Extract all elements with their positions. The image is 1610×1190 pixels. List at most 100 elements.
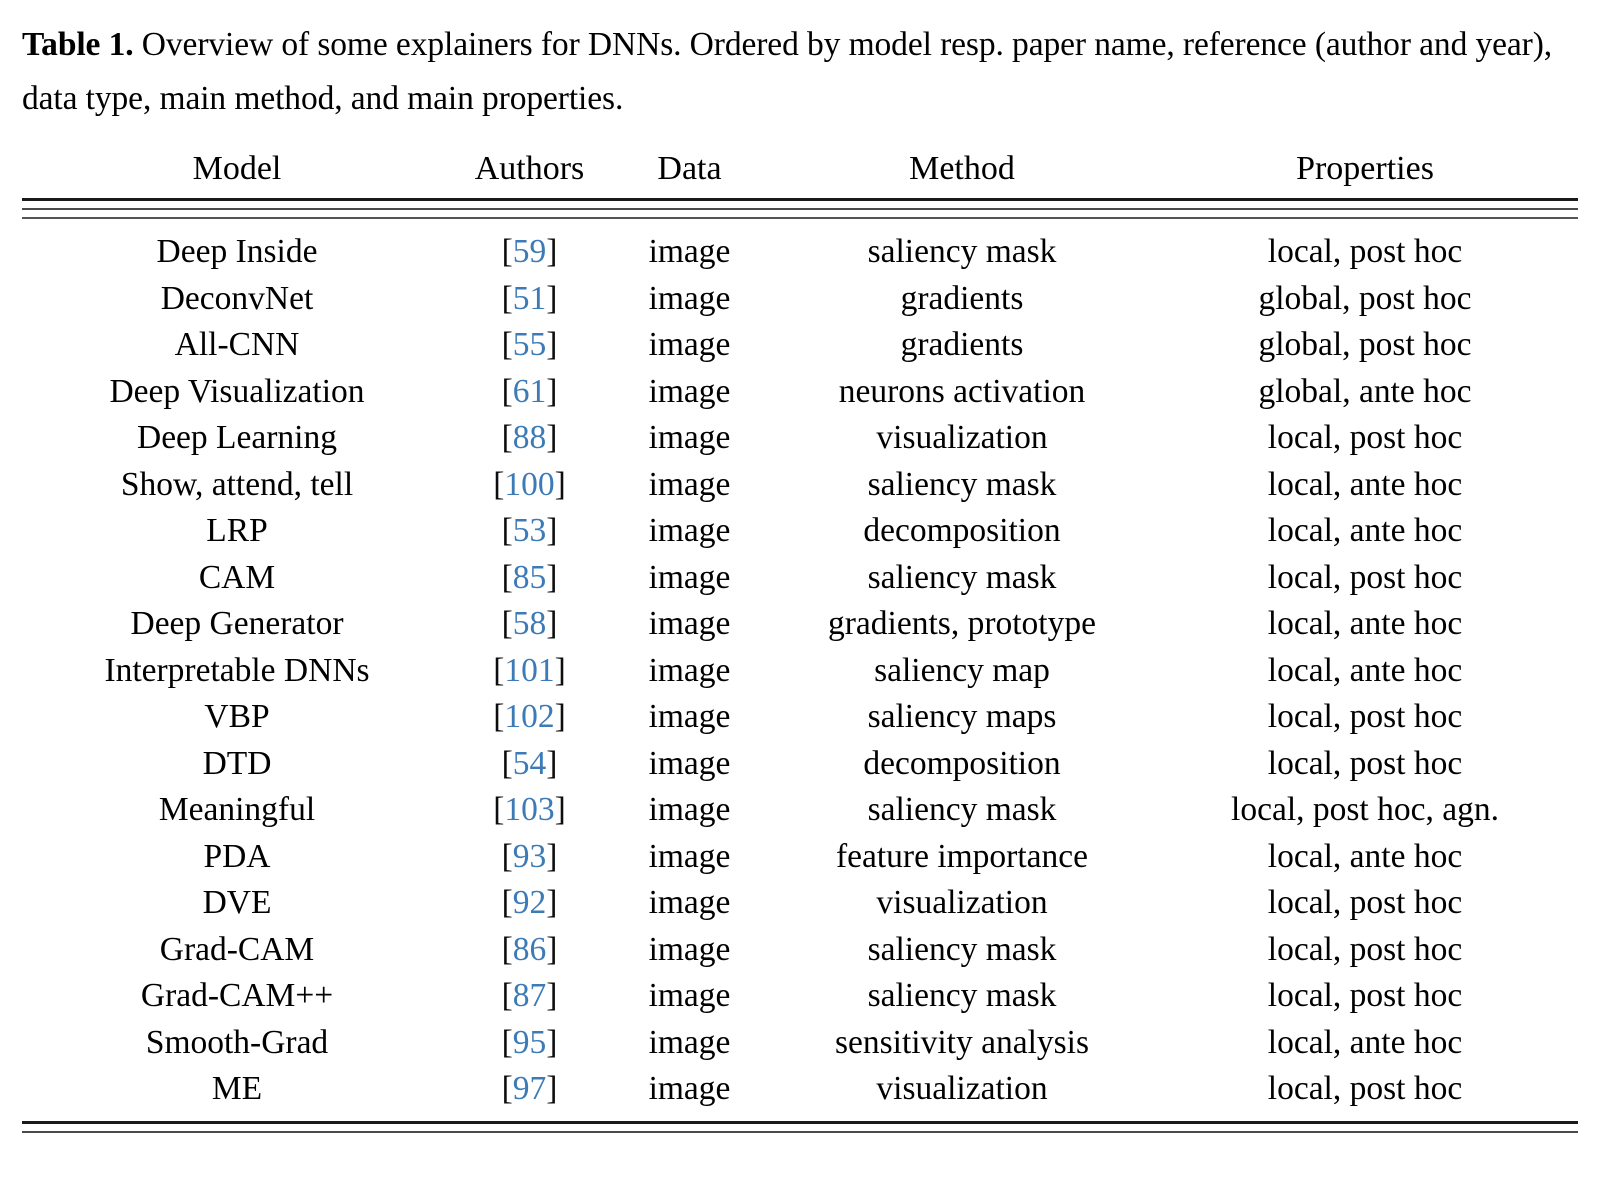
- citation-number[interactable]: 55: [512, 326, 547, 363]
- cell-authors-citation[interactable]: [59]: [452, 229, 607, 276]
- cell-method: gradients: [900, 326, 1024, 363]
- cell-properties: local, post hoc: [1267, 1070, 1463, 1107]
- cell-authors-citation[interactable]: [101]: [452, 648, 607, 695]
- citation-number[interactable]: 53: [512, 512, 547, 549]
- citation-bracket-right: ]: [546, 558, 558, 596]
- cell-authors-citation[interactable]: [55]: [452, 322, 607, 369]
- cell-model: DeconvNet: [160, 279, 314, 317]
- cell-authors-citation[interactable]: [102]: [452, 694, 607, 741]
- table-bottom-rule: [22, 1120, 1578, 1133]
- cell-method: saliency maps: [867, 698, 1057, 735]
- cell-authors-citation[interactable]: [51]: [452, 276, 607, 323]
- table-row: DeconvNet [51] image gradients global, post …: [22, 276, 1578, 323]
- citation-number[interactable]: 87: [512, 977, 547, 1014]
- citation-number[interactable]: 51: [512, 279, 547, 317]
- cell-data: image: [648, 279, 731, 317]
- citation-number[interactable]: 100: [504, 465, 555, 503]
- cell-properties: local, post hoc: [1267, 558, 1463, 596]
- cell-data: image: [648, 558, 731, 596]
- citation-bracket-left: [: [493, 791, 505, 828]
- citation-bracket-right: ]: [546, 1070, 558, 1107]
- cell-authors-citation[interactable]: [88]: [452, 415, 607, 462]
- cell-authors-citation[interactable]: [85]: [452, 555, 607, 602]
- citation-number[interactable]: 93: [512, 837, 547, 875]
- citation-number[interactable]: 88: [512, 419, 547, 456]
- table-mid-rule: [22, 208, 1578, 219]
- table-caption: Table 1. Overview of some explainers for…: [22, 18, 1578, 127]
- column-header-model: Model: [192, 150, 282, 187]
- citation-number[interactable]: 61: [512, 372, 547, 410]
- citation-bracket-right: ]: [546, 930, 558, 968]
- citation-number[interactable]: 92: [512, 884, 547, 921]
- cell-method: saliency mask: [867, 558, 1057, 596]
- citation-number[interactable]: 102: [504, 698, 555, 735]
- cell-authors-citation[interactable]: [53]: [452, 508, 607, 555]
- column-header-properties: Properties: [1296, 150, 1434, 187]
- cell-method: saliency mask: [867, 930, 1057, 968]
- citation-number[interactable]: 86: [512, 930, 547, 968]
- explainers-overview-table: Model Authors Data Method Properties Dee…: [22, 140, 1578, 1133]
- citation-bracket-left: [: [501, 1023, 513, 1061]
- cell-data: image: [648, 1070, 731, 1107]
- cell-method: visualization: [876, 1070, 1048, 1107]
- cell-properties: local, post hoc: [1267, 884, 1463, 921]
- citation-bracket-left: [: [501, 744, 513, 782]
- cell-method: gradients: [900, 279, 1024, 317]
- cell-model: Smooth-Grad: [145, 1023, 329, 1061]
- citation-number[interactable]: 59: [512, 233, 547, 270]
- cell-data: image: [648, 698, 731, 735]
- citation-bracket-left: [: [501, 837, 513, 875]
- citation-bracket-left: [: [501, 1070, 513, 1107]
- citation-number[interactable]: 95: [512, 1023, 547, 1061]
- cell-data: image: [648, 930, 731, 968]
- cell-method: feature importance: [835, 837, 1089, 875]
- citation-bracket-right: ]: [546, 279, 558, 317]
- cell-method: visualization: [876, 419, 1048, 456]
- cell-authors-citation[interactable]: [58]: [452, 601, 607, 648]
- cell-model: DTD: [202, 744, 272, 782]
- cell-authors-citation[interactable]: [97]: [452, 1066, 607, 1113]
- cell-authors-citation[interactable]: [86]: [452, 927, 607, 974]
- cell-properties: global, post hoc: [1258, 326, 1472, 363]
- cell-data: image: [648, 605, 731, 642]
- cell-data: image: [648, 651, 731, 689]
- citation-bracket-left: [: [501, 558, 513, 596]
- cell-data: image: [648, 884, 731, 921]
- cell-properties: local, ante hoc: [1267, 1023, 1463, 1061]
- cell-properties: local, ante hoc: [1267, 651, 1463, 689]
- table-row: ME [97] image visualization local, post hoc: [22, 1066, 1578, 1113]
- citation-bracket-left: [: [501, 884, 513, 921]
- cell-properties: local, ante hoc: [1267, 837, 1463, 875]
- cell-model: All-CNN: [174, 326, 300, 363]
- cell-authors-citation[interactable]: [93]: [452, 834, 607, 881]
- column-header-authors: Authors: [474, 150, 585, 187]
- cell-authors-citation[interactable]: [100]: [452, 462, 607, 509]
- citation-bracket-right: ]: [546, 326, 558, 363]
- citation-number[interactable]: 103: [504, 791, 555, 828]
- cell-data: image: [648, 791, 731, 828]
- cell-properties: local, post hoc: [1267, 930, 1463, 968]
- citation-bracket-right: ]: [546, 512, 558, 549]
- cell-data: image: [648, 372, 731, 410]
- cell-authors-citation[interactable]: [61]: [452, 369, 607, 416]
- cell-properties: global, post hoc: [1258, 279, 1472, 317]
- table-body-top-spacer: [22, 218, 1578, 229]
- cell-authors-citation[interactable]: [92]: [452, 880, 607, 927]
- cell-authors-citation[interactable]: [103]: [452, 787, 607, 834]
- cell-authors-citation[interactable]: [54]: [452, 741, 607, 788]
- cell-model: ME: [211, 1070, 263, 1107]
- citation-number[interactable]: 97: [512, 1070, 547, 1107]
- cell-data: image: [648, 512, 731, 549]
- citation-number[interactable]: 101: [504, 651, 555, 689]
- citation-number[interactable]: 54: [512, 744, 547, 782]
- cell-authors-citation[interactable]: [87]: [452, 973, 607, 1020]
- cell-method: sensitivity analysis: [834, 1023, 1090, 1061]
- citation-number[interactable]: 58: [512, 605, 547, 642]
- cell-model: DVE: [202, 884, 272, 921]
- cell-authors-citation[interactable]: [95]: [452, 1020, 607, 1067]
- citation-bracket-right: ]: [546, 744, 558, 782]
- citation-number[interactable]: 85: [512, 558, 547, 596]
